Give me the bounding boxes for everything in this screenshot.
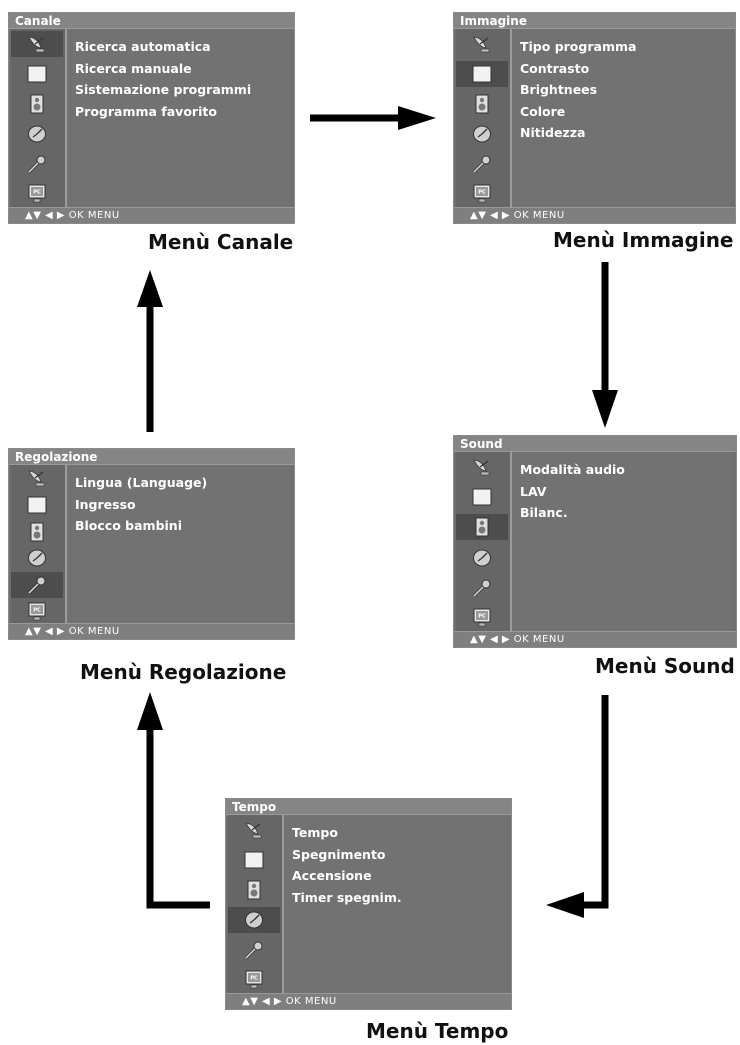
pc-icon[interactable]: PC — [11, 599, 63, 625]
menu-item[interactable]: Tempo — [292, 825, 338, 840]
menu-item[interactable]: Tipo programma — [520, 39, 637, 54]
picture-icon[interactable] — [456, 484, 508, 510]
satellite-icon[interactable] — [456, 454, 508, 480]
speaker-icon[interactable] — [11, 519, 63, 545]
menu-footer-hint: ▲▼ ◀ ▶ OK MENU — [454, 631, 736, 647]
speaker-icon[interactable] — [11, 91, 63, 117]
caption-immagine: Menù Immagine — [553, 228, 734, 252]
settings-icon[interactable] — [11, 151, 63, 177]
clock-icon[interactable] — [456, 545, 508, 571]
icon-column: PC — [456, 29, 512, 207]
menu-item[interactable]: Sistemazione programmi — [75, 82, 252, 97]
menu-item[interactable]: Nitidezza — [520, 125, 586, 140]
menu-item[interactable]: LAV — [520, 483, 547, 499]
menu-item[interactable]: Contrasto — [520, 60, 590, 76]
menu-footer-hint: ▲▼ ◀ ▶ OK MENU — [226, 993, 511, 1009]
caption-regolazione: Menù Regolazione — [80, 660, 287, 684]
menu-item[interactable]: Blocco bambini — [75, 518, 182, 533]
svg-text:PC: PC — [250, 976, 258, 982]
picture-icon[interactable] — [11, 492, 63, 518]
caption-tempo: Menù Tempo — [366, 1019, 509, 1043]
settings-icon[interactable] — [456, 151, 508, 177]
satellite-icon[interactable] — [11, 31, 63, 57]
caption-sound: Menù Sound — [595, 654, 735, 678]
pc-icon[interactable]: PC — [456, 605, 508, 631]
menu-item[interactable]: Brightnees — [520, 82, 598, 97]
icon-column: PC — [228, 815, 284, 993]
satellite-icon[interactable] — [456, 31, 508, 57]
menu-footer-hint: ▲▼ ◀ ▶ OK MENU — [9, 623, 294, 639]
satellite-icon[interactable] — [228, 817, 280, 843]
svg-text:PC: PC — [33, 607, 41, 613]
menu-item[interactable]: Bilanc. — [520, 505, 568, 520]
menu-item[interactable]: Timer spegnim. — [292, 889, 402, 905]
speaker-icon[interactable] — [456, 514, 508, 541]
picture-icon[interactable] — [228, 847, 280, 873]
menu-item[interactable]: Accensione — [292, 868, 372, 883]
menu-title: Canale — [9, 13, 294, 29]
picture-icon[interactable] — [11, 61, 63, 87]
menu-item[interactable]: Ricerca automatica — [75, 39, 211, 54]
menu-item[interactable]: Ricerca manuale — [75, 60, 192, 76]
settings-icon[interactable] — [11, 572, 63, 598]
menu-item[interactable]: Modalità audio — [520, 462, 625, 477]
svg-text:PC: PC — [478, 613, 486, 619]
caption-canale: Menù Canale — [148, 230, 294, 254]
satellite-icon[interactable] — [11, 465, 63, 491]
icon-column: PC — [11, 465, 67, 623]
clock-icon[interactable] — [228, 907, 280, 933]
menu-item[interactable]: Programma favorito — [75, 103, 217, 119]
clock-icon[interactable] — [11, 121, 63, 147]
menu-item[interactable]: Lingua (Language) — [75, 475, 208, 490]
svg-text:PC: PC — [478, 190, 486, 196]
picture-icon[interactable] — [456, 61, 508, 87]
settings-icon[interactable] — [456, 575, 508, 601]
speaker-icon[interactable] — [228, 877, 280, 903]
menu-item[interactable]: Ingresso — [75, 496, 136, 512]
menu-title: Immagine — [454, 13, 735, 29]
icon-column: PC — [456, 452, 512, 631]
speaker-icon[interactable] — [456, 91, 508, 117]
pc-icon[interactable]: PC — [11, 181, 63, 207]
clock-icon[interactable] — [11, 545, 63, 571]
menu-item[interactable]: Spegnimento — [292, 846, 386, 862]
icon-column: PC — [11, 29, 67, 207]
menu-title: Tempo — [226, 799, 511, 815]
menu-title: Sound — [454, 436, 736, 452]
clock-icon[interactable] — [456, 121, 508, 147]
pc-icon[interactable]: PC — [228, 967, 280, 993]
menu-title: Regolazione — [9, 449, 294, 465]
svg-text:PC: PC — [33, 190, 41, 196]
menu-item[interactable]: Colore — [520, 103, 566, 119]
menu-footer-hint: ▲▼ ◀ ▶ OK MENU — [454, 207, 735, 223]
pc-icon[interactable]: PC — [456, 181, 508, 207]
settings-icon[interactable] — [228, 937, 280, 963]
menu-footer-hint: ▲▼ ◀ ▶ OK MENU — [9, 207, 294, 223]
